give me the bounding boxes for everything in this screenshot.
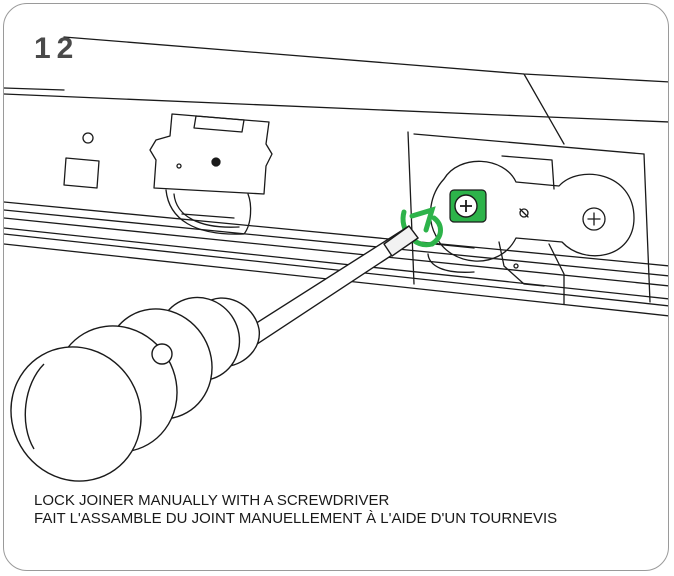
instruction-caption: LOCK JOINER MANUALLY WITH A SCREWDRIVER … — [34, 492, 634, 528]
highlighted-screw — [449, 189, 487, 223]
instruction-card: 12 LOCK JOINER MANUALLY WITH A SCREWDRIV… — [3, 3, 669, 571]
caption-english: LOCK JOINER MANUALLY WITH A SCREWDRIVER — [34, 492, 390, 509]
rail-band-2 — [4, 209, 668, 277]
screwdriver — [10, 225, 419, 482]
assembly-illustration — [4, 36, 668, 482]
caption-french: FAIT L'ASSAMBLE DU JOINT MANUELLEMENT À … — [34, 510, 558, 527]
rail-panel-edge — [407, 131, 415, 285]
joiner-plate — [429, 160, 635, 262]
rail-top-edge-2 — [4, 93, 668, 123]
rail-square-cutout — [63, 157, 100, 189]
rail-top-edge — [63, 36, 668, 83]
plate-hole — [519, 208, 529, 218]
rail-band-3 — [4, 217, 668, 287]
rail-band-5 — [4, 233, 668, 307]
rail-band-4 — [4, 227, 668, 300]
left-bracket — [149, 113, 273, 195]
rail-hole — [82, 132, 94, 144]
step-number: 12 — [34, 32, 80, 65]
rail-end-diagonal — [523, 73, 565, 145]
rail-band-1 — [4, 201, 668, 267]
plate-screw-right — [582, 207, 606, 231]
